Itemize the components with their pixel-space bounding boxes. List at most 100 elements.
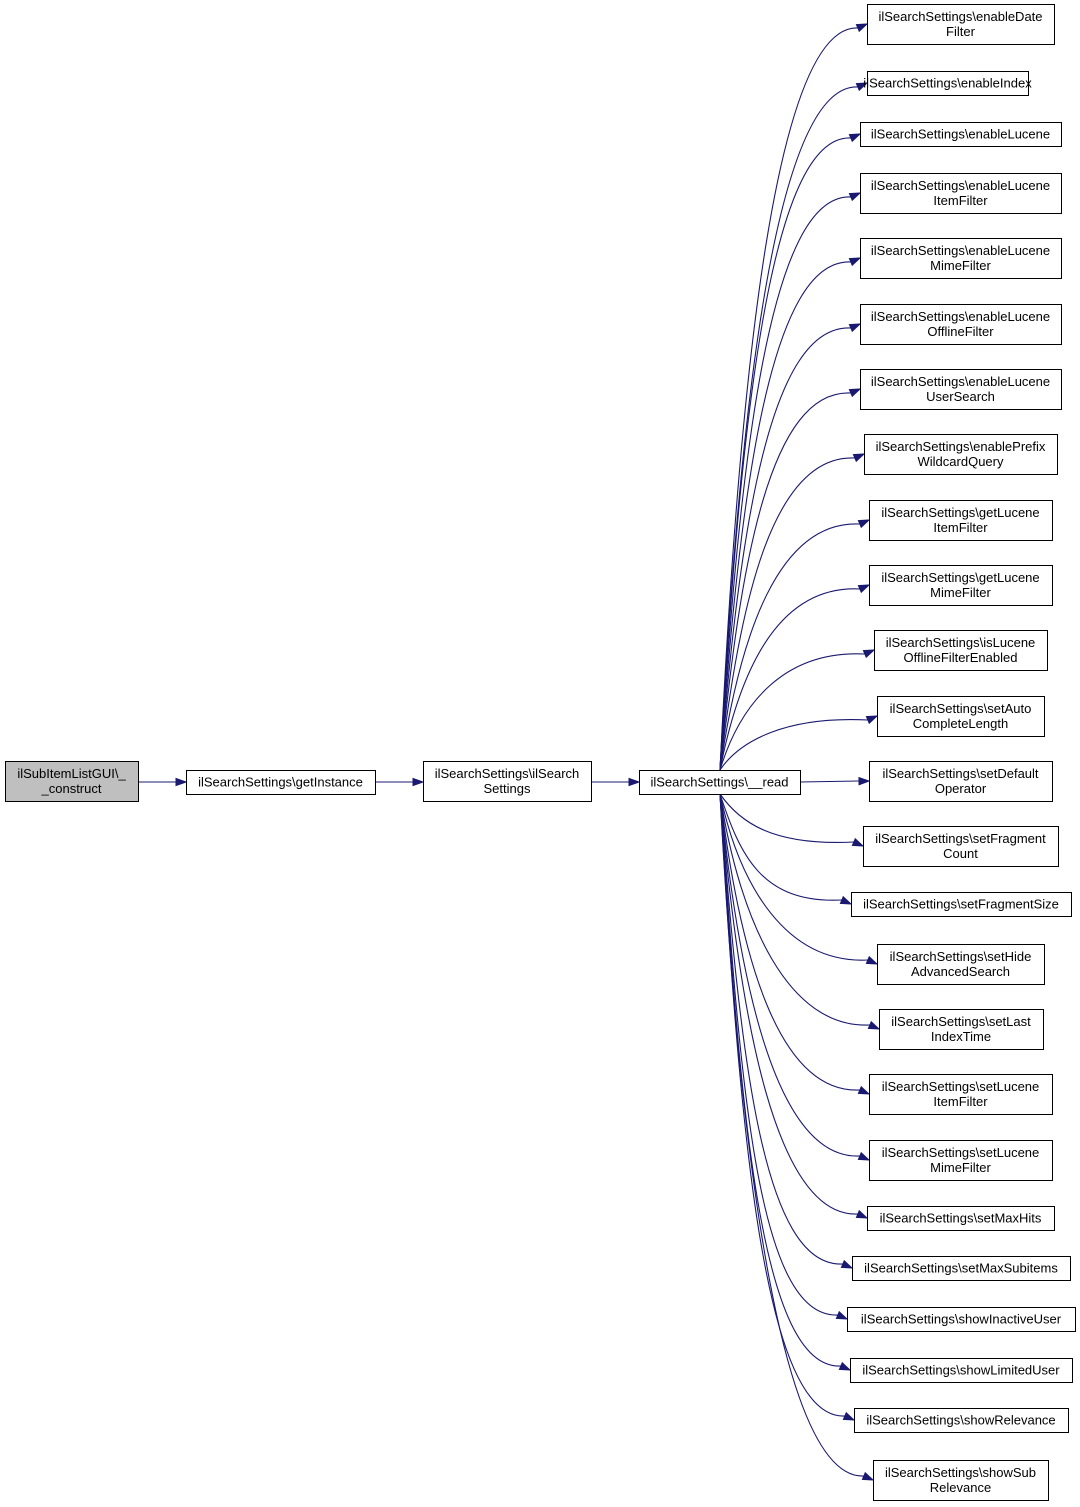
node-box — [852, 1256, 1071, 1281]
edge-read-enableDateFilter — [719, 27, 859, 771]
arrowhead — [857, 1085, 871, 1095]
node-box — [423, 761, 592, 802]
node-ilSearchSettings[interactable]: ilSearchSettings\ilSearchSettings — [423, 761, 592, 802]
node-box — [860, 173, 1062, 214]
node-label: Settings — [484, 781, 531, 796]
node-box — [869, 500, 1053, 541]
node-box — [847, 1307, 1076, 1332]
node-enableLucene[interactable]: ilSearchSettings\enableLucene — [860, 122, 1062, 147]
nodes-layer: ilSubItemListGUI\__construct ilSearchSett… — [5, 4, 1076, 1501]
edge-read-enableLucene — [719, 137, 852, 771]
node-label: MimeFilter — [930, 258, 991, 273]
arrowhead — [855, 82, 869, 92]
arrowhead — [412, 777, 425, 787]
edge-read-setDefaultOperator — [799, 780, 860, 783]
node-showLimitedUser[interactable]: ilSearchSettings\showLimitedUser — [850, 1358, 1073, 1383]
node-label: ilSearchSettings\showLimitedUser — [862, 1363, 1060, 1378]
node-setMaxHits[interactable]: ilSearchSettings\setMaxHits — [867, 1206, 1055, 1231]
node-box — [854, 1408, 1069, 1433]
node-box — [860, 122, 1062, 147]
node-setFragmentSize[interactable]: ilSearchSettings\setFragmentSize — [851, 892, 1072, 917]
node-label: AdvancedSearch — [911, 964, 1010, 979]
arrowhead — [838, 1361, 852, 1371]
node-label: ilSearchSettings\setFragmentSize — [863, 897, 1059, 912]
arrowhead — [858, 776, 871, 786]
edge-read-getLuceneMimeFilter — [719, 588, 861, 771]
node-box — [877, 696, 1045, 737]
arrowhead — [835, 1310, 849, 1320]
node-label: ilSearchSettings\showInactiveUser — [861, 1312, 1062, 1327]
node-showInactiveUser[interactable]: ilSearchSettings\showInactiveUser — [847, 1307, 1076, 1332]
node-box — [860, 304, 1062, 345]
node-label: ilSearchSettings\enableLucene — [871, 309, 1050, 324]
node-label: ilSearchSettings\getLucene — [881, 570, 1039, 585]
node-box — [869, 761, 1053, 802]
arrowhead — [848, 133, 862, 143]
edge-read-enableLuceneOfflineFilter — [719, 327, 852, 771]
node-label: ilSearchSettings\showRelevance — [866, 1413, 1055, 1428]
node-showRelevance[interactable]: ilSearchSettings\showRelevance — [854, 1408, 1069, 1433]
edge-read-setLastIndexTime — [719, 793, 871, 1026]
node-label: ilSearchSettings\setMaxHits — [880, 1211, 1042, 1226]
node-label: ilSearchSettings\enablePrefix — [876, 439, 1046, 454]
edge-read-setFragmentSize — [719, 793, 843, 901]
edge-read-enableLuceneItemFilter — [719, 196, 852, 771]
edge-read-showRelevance — [719, 793, 846, 1417]
arrowhead — [867, 1020, 881, 1030]
node-label: CompleteLength — [913, 716, 1008, 731]
node-read[interactable]: ilSearchSettings\__read — [639, 770, 801, 795]
node-label: ItemFilter — [933, 1094, 988, 1109]
arrowhead — [842, 1411, 856, 1421]
node-box — [873, 1460, 1049, 1501]
node-box — [864, 434, 1058, 475]
node-label: ilSearchSettings\enableIndex — [863, 76, 1032, 91]
node-label: ilSearchSettings\getInstance — [198, 775, 363, 790]
node-label: ilSearchSettings\enableDate — [878, 9, 1042, 24]
arrowhead — [848, 257, 862, 267]
arrowhead — [855, 23, 869, 33]
node-setMaxSubitems[interactable]: ilSearchSettings\setMaxSubitems — [852, 1256, 1071, 1281]
node-label: ItemFilter — [933, 193, 988, 208]
arrowhead — [861, 1471, 875, 1481]
node-label: OfflineFilterEnabled — [904, 650, 1018, 665]
node-label: ilSearchSettings\enableLucene — [871, 243, 1050, 258]
edge-read-enableLuceneMimeFilter — [719, 261, 852, 771]
node-box — [863, 826, 1059, 867]
arrowhead — [848, 388, 862, 398]
node-label: Count — [943, 846, 978, 861]
node-isLuceneOfflineFilterEnabled[interactable]: ilSearchSettings\isLuceneOfflineFilterEn… — [874, 630, 1048, 671]
arrowhead — [862, 649, 876, 659]
arrowhead — [839, 895, 853, 905]
node-label: WildcardQuery — [918, 454, 1004, 469]
node-box — [850, 1358, 1073, 1383]
node-label: ilSearchSettings\isLucene — [886, 635, 1036, 650]
node-label: Filter — [946, 24, 976, 39]
arrowhead — [857, 519, 871, 529]
edge-read-setMaxHits — [719, 793, 859, 1215]
edge-read-showInactiveUser — [719, 793, 839, 1316]
node-label: ilSearchSettings\setHide — [890, 949, 1032, 964]
node-enableLuceneOfflineFilter[interactable]: ilSearchSettings\enableLuceneOfflineFilt… — [860, 304, 1062, 345]
node-construct[interactable]: ilSubItemListGUI\__construct — [5, 761, 139, 802]
node-getInstance[interactable]: ilSearchSettings\getInstance — [186, 770, 376, 795]
edge-read-isLuceneOfflineFilterEnabled — [719, 653, 866, 771]
node-label: ilSearchSettings\ilSearch — [435, 766, 580, 781]
node-enableIndex[interactable]: ilSearchSettings\enableIndex — [863, 71, 1032, 96]
node-enablePrefixWildcardQuery[interactable]: ilSearchSettings\enablePrefixWildcardQue… — [864, 434, 1058, 475]
node-label: ilSearchSettings\setLucene — [882, 1079, 1040, 1094]
